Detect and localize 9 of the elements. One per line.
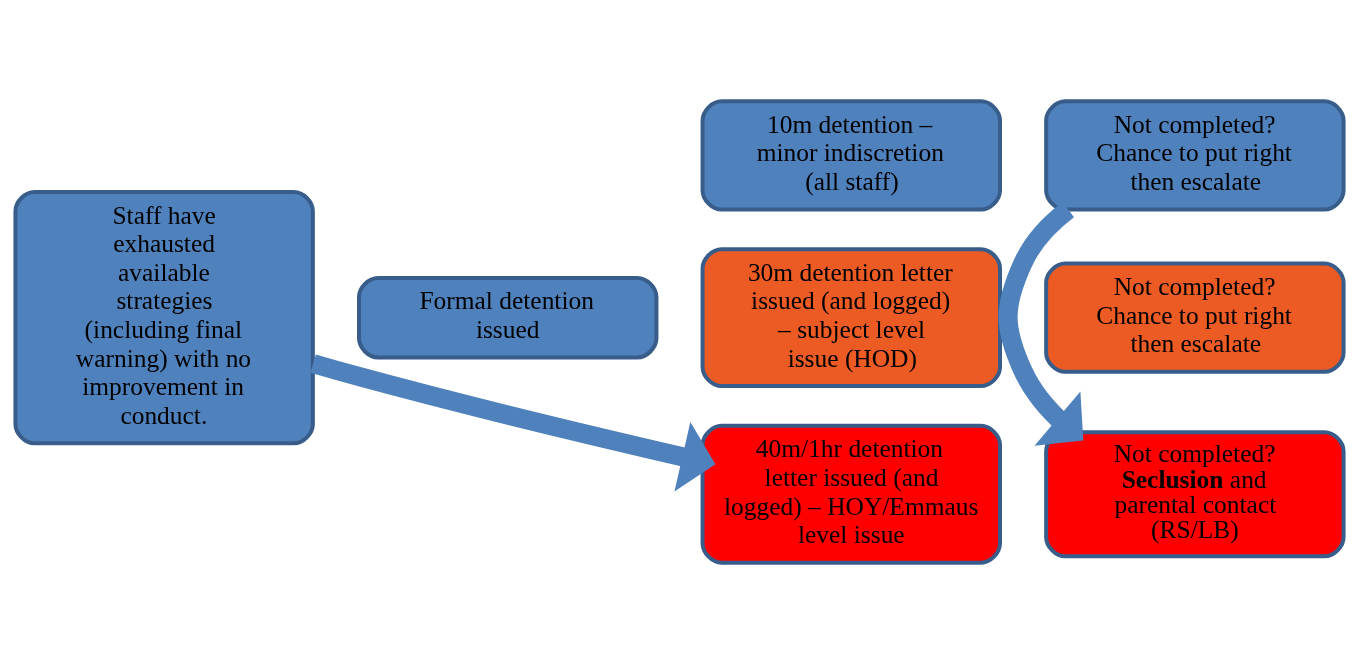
- node-box: 40m/1hr detention letter issued (and logged) – HOY/Emmaus level issue: [700, 423, 1002, 565]
- node-box: Formal detention issued: [357, 275, 659, 359]
- arrow: [310, 353, 716, 491]
- node-box: 30m detention letter issued (and logged) – subject level issue (HOD): [700, 246, 1002, 388]
- node-box: Staff have exhausted available strategies (including final warning) with no improvement in conduct.: [13, 189, 315, 445]
- node-box: Not completed? Seclusion and parental contact (RS/LB): [1044, 429, 1346, 558]
- node-box: 10m detention – minor indiscretion (all staff): [700, 98, 1002, 211]
- node-box: Not completed? Chance to put right then escalate: [1044, 98, 1346, 211]
- node-box: Not completed? Chance to put right then escalate: [1044, 261, 1346, 374]
